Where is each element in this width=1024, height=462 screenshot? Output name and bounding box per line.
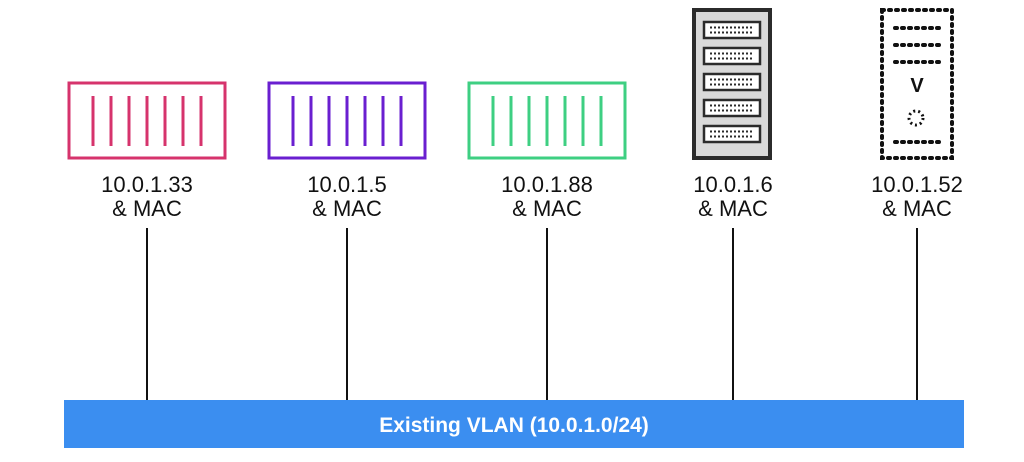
virtual-badge: V — [910, 75, 924, 97]
virtual-server-icon: V — [880, 8, 954, 160]
node-mac-label: & MAC — [312, 196, 382, 221]
vlan-bar — [64, 400, 964, 448]
server-slot — [702, 98, 762, 118]
server-slot — [702, 46, 762, 66]
container-icon — [467, 81, 627, 160]
node-ip-label: 10.0.1.5 — [307, 172, 387, 197]
server-rack-icon — [692, 8, 772, 160]
node-ip-label: 10.0.1.52 — [871, 172, 963, 197]
node-ip-label: 10.0.1.6 — [693, 172, 773, 197]
power-icon — [907, 109, 925, 127]
server-slot — [702, 72, 762, 92]
server-slot — [702, 124, 762, 144]
node-mac-label: & MAC — [698, 196, 768, 221]
container-icon — [67, 81, 227, 160]
node-mac-label: & MAC — [512, 196, 582, 221]
node-ip-label: 10.0.1.33 — [101, 172, 193, 197]
node-mac-label: & MAC — [112, 196, 182, 221]
node-mac-label: & MAC — [882, 196, 952, 221]
vlan-label: Existing VLAN (10.0.1.0/24) — [379, 414, 649, 437]
container-icon — [267, 81, 427, 160]
node-ip-label: 10.0.1.88 — [501, 172, 593, 197]
server-slot — [702, 20, 762, 40]
